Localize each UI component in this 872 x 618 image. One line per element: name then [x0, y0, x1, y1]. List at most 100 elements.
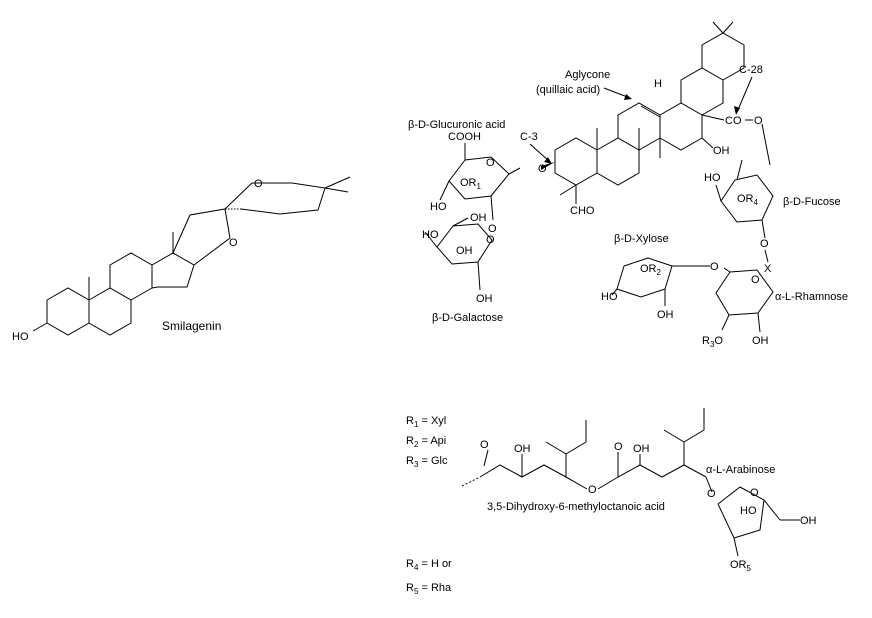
fucose-ho: HO — [704, 172, 721, 184]
fatty-acid-ester-o: O — [588, 484, 597, 496]
smilagenin-ring-c — [109, 252, 153, 301]
c3-o-glucuronic-bond — [508, 167, 521, 175]
legend-r3: R3 = Glc — [406, 455, 448, 469]
aglycone-h-label: H — [654, 78, 662, 90]
arabinose-ch2-bond — [763, 499, 781, 521]
rhamnose-r3o: R3O — [702, 335, 723, 349]
c28-arrow — [736, 76, 753, 113]
fucose-x-bond — [764, 249, 769, 263]
fatty-acid-methyl-2 — [663, 429, 685, 443]
smilagenin-ring-b — [88, 287, 132, 336]
smilagenin-ring-o1: O — [254, 178, 263, 190]
fucose-link-o: O — [760, 238, 769, 250]
aglycone-ring-b — [596, 137, 640, 186]
rhamnose-name: α-L-Rhamnose — [775, 291, 848, 303]
galactose-ring — [436, 223, 493, 265]
smilagenin-ring-e — [172, 208, 231, 266]
xylose-ho: HO — [601, 291, 618, 303]
glucuronic-or1: OR1 — [460, 177, 482, 191]
aglycone-sublabel: (quillaic acid) — [536, 84, 600, 96]
fatty-acid-side-1 — [565, 420, 587, 477]
smilagenin-name: Smilagenin — [162, 319, 221, 333]
smilagenin-ring-d — [151, 252, 195, 289]
xylose-link-o: O — [710, 261, 719, 273]
galactose-oh-mid: OH — [456, 245, 473, 257]
fucose-name: β-D-Fucose — [783, 196, 841, 208]
galactose-oh-bond — [477, 261, 481, 291]
c3-label: C-3 — [520, 131, 538, 143]
arabinose-ring — [717, 486, 765, 539]
glucuronic-name: β-D-Glucuronic acid — [408, 119, 505, 131]
ester-o-fucose-bond — [761, 123, 771, 166]
arabinose-name: α-L-Arabinose — [706, 464, 775, 476]
fucose-ho-bond — [715, 184, 722, 202]
galactose-ho: HO — [422, 229, 439, 241]
aglycone-cho-label: CHO — [570, 205, 595, 217]
fatty-acid-side-2 — [683, 408, 705, 465]
galactose-ring-o: O — [486, 234, 495, 246]
fatty-acid-oh2: OH — [633, 443, 650, 455]
xylose-ho-bond — [611, 288, 618, 296]
rhamnose-oh: OH — [752, 335, 769, 347]
aglycone-label: Aglycone — [565, 69, 610, 81]
aglycone-ring-d — [659, 102, 703, 151]
aglycone-c3-wedge — [541, 162, 555, 170]
aglycone-oh-label: OH — [713, 145, 730, 157]
fatty-acid-chain-1 — [479, 464, 588, 490]
fatty-acid-carbonyl-o1: O — [480, 439, 489, 451]
smilagenin-methyl-c27 — [324, 187, 349, 193]
aglycone-ring-a — [554, 137, 598, 186]
glucuronic-ring-o: O — [486, 157, 495, 169]
smilagenin-ho-label: HO — [12, 331, 29, 343]
legend-r2: R2 = Api — [406, 435, 446, 449]
c28-arrow-head — [734, 106, 740, 115]
legend-r1: R1 = Xyl — [406, 415, 446, 429]
fucose-methyl-bond — [736, 159, 743, 181]
fatty-acid-name: 3,5-Dihydroxy-6-methyloctanoic acid — [487, 501, 665, 513]
fatty-acid-structure: O OH O O OH 3,5-Dihydroxy-6-methyloctano… — [461, 408, 817, 573]
fatty-acid-chain-2 — [597, 464, 707, 490]
fatty-acid-methyl-1 — [545, 441, 567, 455]
rhamnose-ring-o: O — [751, 274, 760, 286]
aglycone-methyl-30 — [722, 21, 734, 34]
xylose-or2: OR2 — [640, 263, 662, 277]
smilagenin-methyl-c25 — [324, 176, 351, 189]
aglycone-c28-bond — [701, 114, 725, 121]
ester-co-label: CO — [725, 115, 742, 127]
xylose-oh: OH — [657, 309, 674, 321]
aglycone-methyl-23 — [559, 184, 577, 196]
r-group-legend: R1 = Xyl R2 = Api R3 = Glc R4 = H or R5 … — [406, 415, 452, 596]
arabinose-or5: OR5 — [730, 559, 752, 573]
fucose-or4: OR4 — [737, 193, 759, 207]
ester-o-label: O — [754, 115, 763, 127]
aglycone-double-bond — [640, 105, 661, 118]
legend-r4: R4 = H or — [406, 558, 452, 572]
aglycone-ring-e — [680, 67, 724, 116]
aglycone-oh-bond — [701, 137, 714, 149]
galactose-oh-top: OH — [470, 212, 487, 224]
smilagenin-ring-o2: O — [229, 237, 238, 249]
rhamnose-ring — [715, 269, 774, 316]
arabinose-oh: OH — [800, 515, 817, 527]
c28-label: C-28 — [739, 64, 763, 76]
aglycone-methyl-29 — [712, 21, 724, 34]
rhamnose-r3o-bond — [721, 314, 730, 331]
c3-arrow-head — [544, 157, 552, 164]
arabinose-ring-o: O — [750, 487, 759, 499]
fatty-acid-attachment — [461, 476, 481, 487]
glucuronic-gal-bond — [490, 195, 494, 221]
glucuronic-cooh: COOH — [448, 131, 481, 143]
galactose-ho-bond — [424, 231, 438, 248]
fatty-acid-carbonyl-o2: O — [614, 441, 623, 453]
smilagenin-structure: HO O O Smilagenin — [12, 176, 351, 343]
glucuronic-ho: HO — [430, 201, 447, 213]
galactose-oh-bottom: OH — [476, 293, 493, 305]
fatty-acid-o-link-bond — [705, 476, 713, 493]
glucuronic-gal-o: O — [488, 223, 497, 235]
fatty-acid-oh1: OH — [514, 443, 531, 455]
rhamnose-methyl-bond — [723, 267, 731, 273]
fucose-x-label: X — [764, 263, 772, 275]
rhamnose-oh-bond — [757, 312, 761, 333]
galactose-ch2oh-bond — [452, 217, 469, 227]
